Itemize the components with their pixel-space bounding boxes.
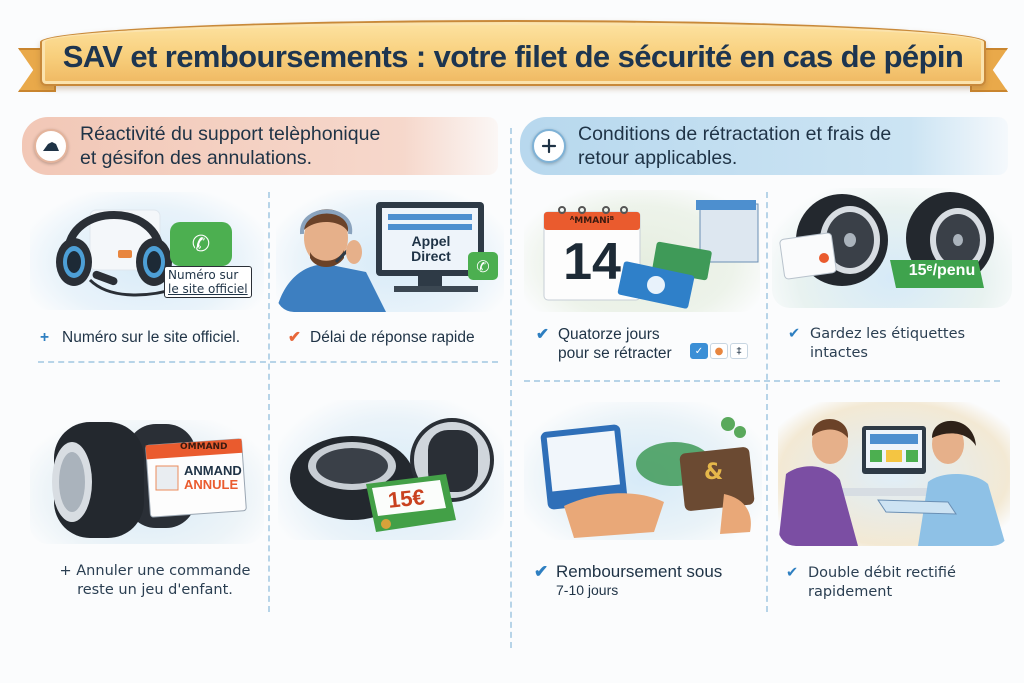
title-banner: SAV et remboursements : votre filet de s… — [18, 14, 1008, 98]
location-pin-icon: ✓ — [690, 343, 708, 359]
mini-icon-group: ✓ ● ‡ — [690, 343, 748, 359]
divider-left-row — [38, 361, 498, 363]
agent-illustration: Appel Direct ✆ — [276, 190, 504, 312]
number-bubble: Numéro sur le site officiel — [164, 266, 252, 298]
divider-right-row — [524, 380, 1000, 382]
currency-icon: ‡ — [730, 343, 748, 359]
phone-icon: ✆ — [468, 252, 498, 280]
calendar-icon — [543, 200, 759, 309]
check-icon: ✔ — [534, 562, 549, 581]
tire-stack-icon — [52, 422, 247, 538]
section-title-retractation: Conditions de rétractation et frais de r… — [578, 123, 892, 169]
card-fee: 15€ — [272, 390, 508, 550]
caption-agent: ✔Délai de réponse rapide — [288, 329, 475, 346]
card-calendar: ᴬMMANiᴮ 14 ✔Quatorze jours pour se rétra… — [520, 188, 764, 373]
plus-icon — [532, 129, 566, 163]
desk-illustration — [778, 402, 1010, 546]
caption-refund: ✔Remboursement sous 7-10 jours — [534, 562, 723, 598]
tires-illustration: 15ᵉ/penu — [772, 188, 1012, 308]
fee-price: 15€ — [386, 484, 426, 513]
caption-desk: ✔Double débit rectifié rapidement — [786, 565, 956, 600]
check-icon: ✔ — [288, 329, 301, 346]
hill-icon — [34, 129, 68, 163]
price-tag: 15ᵉ/penu — [908, 262, 976, 279]
refund-icon — [540, 417, 755, 538]
check-icon: ✔ — [536, 326, 549, 343]
section-header-support: Réactivité du support telèphonique et gé… — [22, 117, 498, 175]
banner-scroll: SAV et remboursements : votre filet de s… — [40, 20, 986, 86]
divider-right-col — [766, 192, 768, 612]
calendar-header: OMMAND — [180, 442, 228, 452]
fee-illustration: 15€ — [278, 400, 504, 540]
plus-icon: + — [40, 329, 50, 346]
calendar-header: ᴬMMANiᴮ — [569, 216, 615, 226]
phone-bubble: ✆ — [170, 222, 232, 266]
refund-illustration: & — [524, 402, 762, 540]
check-icon: ✔ — [788, 326, 801, 342]
card-refund: & ✔Remboursement sous 7-10 jours — [520, 398, 764, 608]
section-header-retractation: Conditions de rétractation et frais de r… — [520, 117, 1008, 175]
caption-calendar: ✔Quatorze jours pour se rétracter — [536, 326, 672, 362]
tire-price-icon — [290, 418, 494, 532]
wallet-symbol: & — [704, 460, 724, 485]
card-tires-label: 15ᵉ/penu ✔Gardez les étiquettes intactes — [770, 188, 1016, 373]
plus-icon: + — [59, 563, 72, 579]
cancel-status: ANMAND ANNULE — [184, 463, 242, 492]
calendar-illustration: ᴬMMANiᴮ 14 — [524, 190, 760, 312]
card-desk: ✔Double débit rectifié rapidement — [770, 398, 1016, 608]
cancel-illustration: OMMAND ANMAND ANNULE — [30, 420, 264, 544]
divider-left-col — [268, 192, 270, 612]
customer-service-desk-icon — [778, 418, 1006, 546]
page-title: SAV et remboursements : votre filet de s… — [62, 39, 964, 74]
card-cancel: OMMAND ANMAND ANNULE + Annuler une comma… — [22, 398, 266, 608]
check-icon: ✔ — [786, 565, 799, 581]
calendar-day: 14 — [563, 233, 621, 291]
divider-center — [510, 128, 512, 648]
orange-dot-icon: ● — [710, 343, 728, 359]
appel-direct-screen: Appel Direct — [411, 233, 451, 264]
card-agent: Appel Direct ✆ ✔Délai de réponse rapide — [272, 188, 508, 353]
headset-illustration: ✆ Numéro sur le site officiel — [30, 192, 264, 310]
support-agent-icon — [276, 202, 484, 312]
caption-tires-label: ✔Gardez les étiquettes intactes — [788, 326, 966, 361]
headset-icon — [56, 209, 179, 297]
section-title-support: Réactivité du support telèphonique et gé… — [80, 123, 381, 169]
caption-cancel: + Annuler une commande reste un jeu d'en… — [59, 563, 251, 598]
tire-icon — [779, 192, 994, 288]
card-headset: ✆ Numéro sur le site officiel +Numéro su… — [22, 188, 266, 353]
caption-headset: +Numéro sur le site officiel. — [40, 329, 241, 346]
